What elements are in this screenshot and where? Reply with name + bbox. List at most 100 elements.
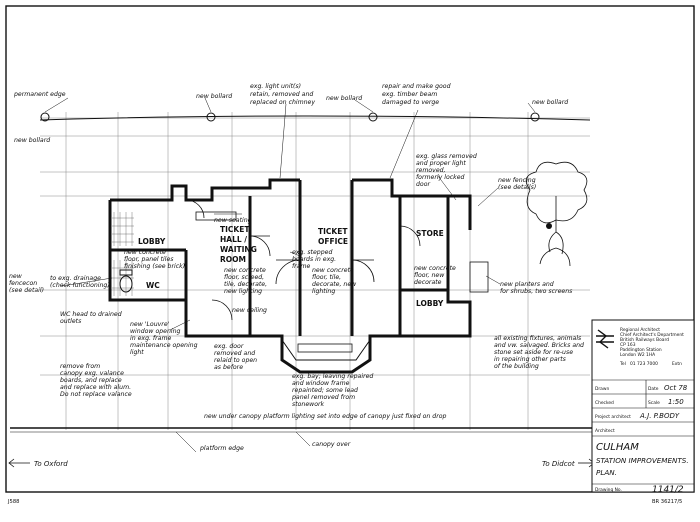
title-block bbox=[591, 319, 695, 493]
note-store-floor: new concrete bbox=[414, 264, 456, 272]
note-new-fencing: (see details) bbox=[498, 183, 536, 191]
note-new-bollard: new bollard bbox=[196, 93, 232, 100]
note-new-fencing: new fencing bbox=[498, 177, 536, 184]
note-exg-fixtures: and vw. salvaged. Bricks and bbox=[494, 342, 584, 349]
bollard-icon bbox=[530, 112, 540, 122]
tile-pattern bbox=[112, 212, 134, 296]
note-canopy-over: canopy over bbox=[312, 441, 351, 448]
tb-ext: Extn bbox=[672, 361, 682, 367]
note-louvre: window opening bbox=[130, 328, 181, 335]
structural-grid bbox=[40, 112, 590, 430]
tb-drawing-no-label: Drawing No. bbox=[595, 487, 622, 493]
note-lobby-floor: new concrete bbox=[124, 248, 166, 256]
note-ticket-floor: decorate, new bbox=[312, 280, 357, 288]
building-walls bbox=[108, 178, 472, 374]
toilet-icon bbox=[119, 275, 133, 293]
note-ticket-floor: new concrete bbox=[312, 266, 354, 274]
note-drainage: (check functioning) bbox=[50, 281, 110, 289]
note-exg-door: as before bbox=[214, 364, 243, 371]
room-ticket-hall: ROOM bbox=[220, 255, 246, 264]
note-glass: door bbox=[416, 181, 430, 188]
note-waiting-floor: new concrete bbox=[224, 266, 266, 274]
tb-title-improvements: STATION IMPROVEMENTS. bbox=[596, 456, 689, 465]
note-remove-canopy: remove from bbox=[60, 363, 100, 370]
tb-checked-label: Checked bbox=[595, 400, 614, 406]
margin-ref: BR 36217/5 bbox=[652, 499, 682, 505]
note-exg-fixtures: stone set aside for re-use bbox=[494, 348, 573, 356]
note-remove-canopy: and replace with alum. bbox=[60, 383, 131, 391]
note-louvre: new 'Louvre' bbox=[130, 321, 170, 328]
note-glass: and proper light bbox=[416, 159, 466, 167]
note-exg-door: relaid to open bbox=[214, 356, 257, 364]
note-glass: removed, bbox=[416, 167, 446, 174]
tree-icon bbox=[525, 161, 588, 267]
permanent-edge-line bbox=[39, 115, 591, 121]
tb-title-plan: PLAN. bbox=[596, 468, 617, 477]
note-repair: damaged to verge bbox=[382, 98, 439, 106]
room-ticket-hall: HALL / bbox=[220, 235, 247, 244]
note-drainage: to exg. drainage bbox=[50, 274, 101, 282]
note-ticket-floor: floor, tile, bbox=[312, 273, 341, 281]
note-exg-door: exg. door bbox=[214, 343, 244, 350]
tb-scale-value: 1:50 bbox=[668, 398, 684, 406]
note-waiting-floor: new lighting bbox=[224, 287, 262, 295]
note-ticket-floor: lighting bbox=[312, 287, 335, 295]
note-bay-window: panel removed from bbox=[291, 394, 355, 401]
note-new-bollard: new bollard bbox=[14, 137, 50, 144]
note-permanent-edge: permanent edge bbox=[13, 90, 66, 98]
note-new-bollard: new bollard bbox=[532, 99, 568, 106]
note-store-floor: floor, new bbox=[414, 272, 445, 279]
tb-date-value: Oct 78 bbox=[664, 384, 688, 392]
tb-title-culham: CULHAM bbox=[596, 442, 639, 453]
tb-org: London W2 1HA bbox=[620, 352, 655, 358]
note-new-planters: for shrubs, two screens bbox=[500, 287, 573, 295]
note-canopy-lighting: new under canopy platform lighting set i… bbox=[204, 412, 447, 420]
british-rail-logo bbox=[596, 329, 614, 349]
bollard-icon bbox=[206, 112, 216, 122]
note-repair: exg. timber beam bbox=[382, 90, 437, 98]
room-ticket-office: OFFICE bbox=[318, 237, 348, 246]
room-store: STORE bbox=[416, 229, 444, 238]
tb-org: British Railways Board bbox=[620, 337, 669, 343]
note-exg-fixtures: all existing fixtures, animals bbox=[494, 334, 582, 342]
note-exg-fixtures: of the building bbox=[494, 362, 539, 370]
tb-architect-label: Architect bbox=[595, 428, 615, 434]
note-light-unit: retain, removed and bbox=[250, 90, 313, 98]
tb-drawing-no-value: 1141/2 bbox=[652, 485, 684, 495]
tb-org: Paddington Station bbox=[620, 347, 662, 353]
note-louvre: in exg. frame bbox=[130, 335, 171, 342]
marker-dot bbox=[546, 223, 552, 229]
label-to-didcot: To Didcot bbox=[542, 460, 575, 468]
note-new-fencecon: (see detail) bbox=[9, 286, 44, 294]
note-waiting-floor: tile, decorate, bbox=[224, 280, 267, 288]
note-new-fencecon: new bbox=[9, 273, 23, 280]
note-new-planters: new planters and bbox=[500, 280, 554, 288]
margin-sheet-code: J588 bbox=[7, 499, 19, 505]
tb-tel-label: Tel bbox=[619, 361, 626, 367]
tb-org: Chief Architect's Department bbox=[620, 332, 684, 338]
room-lobby-right: LOBBY bbox=[416, 299, 444, 308]
note-platform-edge: platform edge bbox=[199, 444, 244, 452]
note-glass: exg. glass removed bbox=[416, 153, 477, 160]
note-exg-door: removed and bbox=[214, 350, 255, 357]
bollard-icon bbox=[40, 112, 50, 122]
door-swings bbox=[185, 199, 421, 321]
note-exg-stepped: exg. stepped bbox=[292, 248, 332, 256]
note-remove-canopy: canopy exg. valance bbox=[60, 370, 124, 377]
tb-scale-label: Scale bbox=[648, 400, 660, 406]
note-ceiling: new ceiling bbox=[232, 307, 267, 314]
room-ticket-hall: WAITING bbox=[220, 245, 257, 254]
room-wc: WC bbox=[146, 281, 160, 290]
tb-project-architect-value: A.J. P.BODY bbox=[639, 412, 680, 420]
note-glass: formerly locked bbox=[416, 174, 465, 181]
note-new-bollard: new bollard bbox=[326, 95, 362, 102]
note-light-unit: exg. light unit(s) bbox=[250, 82, 301, 90]
note-bay-window: repainted; some lead bbox=[292, 386, 358, 394]
bay-window bbox=[281, 339, 371, 361]
note-waiting-floor: floor, screed, bbox=[224, 274, 264, 281]
room-ticket-office: TICKET bbox=[318, 227, 348, 236]
tb-project-architect-label: Project architect bbox=[595, 414, 631, 420]
note-lobby-floor: floor, panel tiles bbox=[124, 255, 174, 263]
note-exg-fixtures: in repairing other parts bbox=[494, 355, 567, 363]
note-exg-stepped: boards in exg. bbox=[292, 256, 336, 263]
